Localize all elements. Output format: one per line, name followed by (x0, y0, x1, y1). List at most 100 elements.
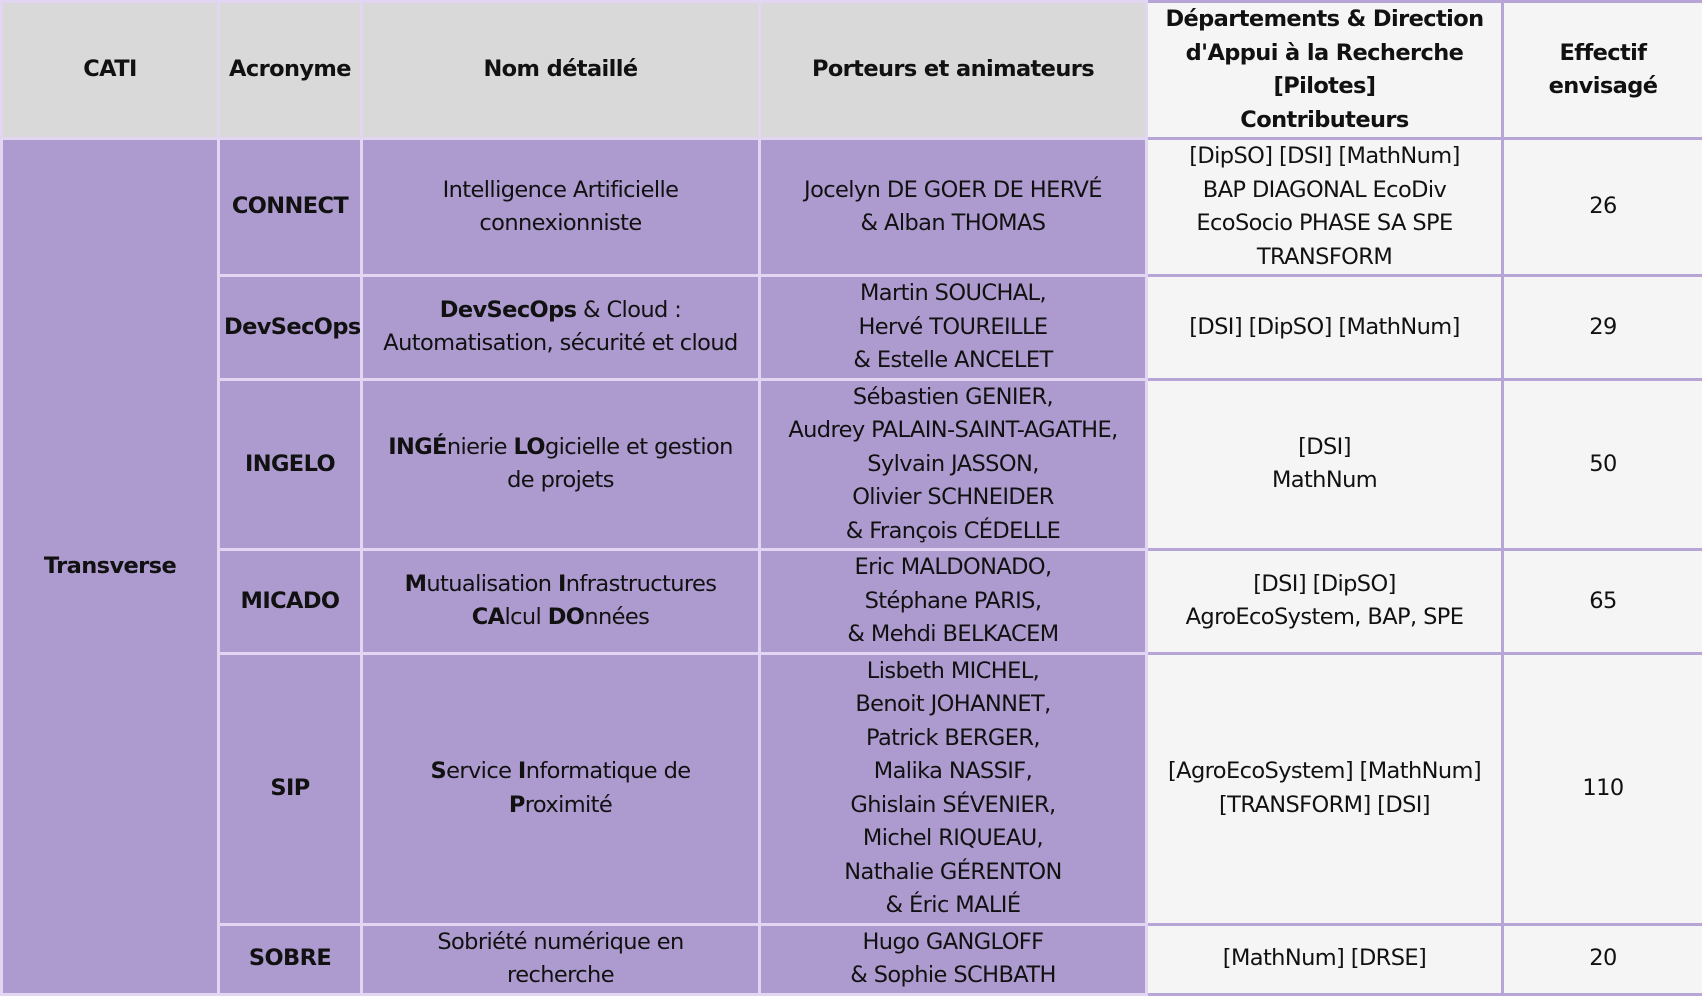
header-nom-detaille: Nom détaillé (362, 2, 760, 139)
name-segment: Sobriété numérique en (437, 929, 683, 955)
departments-cell: [MathNum] [DRSE] (1147, 924, 1503, 994)
department-line: [DSI] (1152, 431, 1497, 465)
effectif-cell: 65 (1503, 550, 1702, 654)
name-segment: Automatisation, sécurité et cloud (383, 330, 737, 356)
header-line: Effectif (1508, 37, 1698, 71)
name-segment: Intelligence Artificielle (443, 177, 679, 203)
person: & Éric MALIÉ (765, 889, 1141, 923)
name-segment: M (405, 571, 427, 597)
name-segment: DO (548, 604, 585, 630)
name-segment: P (509, 792, 525, 818)
person: Malika NASSIF, (765, 755, 1141, 789)
header-line: Départements & Direction (1152, 3, 1497, 37)
departments-cell: [DSI]MathNum (1147, 379, 1503, 550)
name-segment: utualisation (426, 571, 558, 597)
acronym-cell: CONNECT (219, 139, 362, 276)
name-segment: nfrastructures (566, 571, 717, 597)
name-segment: ervice (446, 758, 518, 784)
person: Patrick BERGER, (765, 722, 1141, 756)
name-segment: nformatique de (526, 758, 691, 784)
people-cell: Jocelyn DE GOER DE HERVÉ& Alban THOMAS (760, 139, 1147, 276)
name-segment: S (430, 758, 446, 784)
name-segment: INGÉ (388, 434, 447, 460)
person: & Estelle ANCELET (765, 344, 1141, 378)
name-segment: recherche (507, 962, 614, 988)
person: Ghislain SÉVENIER, (765, 789, 1141, 823)
header-cati: CATI (2, 2, 219, 139)
people-cell: Martin SOUCHAL,Hervé TOUREILLE& Estelle … (760, 276, 1147, 380)
name-segment: gicielle et gestion (545, 434, 733, 460)
name-line: recherche (367, 959, 754, 993)
people-cell: Lisbeth MICHEL,Benoit JOHANNET,Patrick B… (760, 653, 1147, 924)
name-segment: LO (513, 434, 544, 460)
effectif-cell: 20 (1503, 924, 1702, 994)
acronym-cell: SOBRE (219, 924, 362, 994)
person: Hervé TOUREILLE (765, 311, 1141, 345)
department-line: EcoSocio PHASE SA SPE (1152, 207, 1497, 241)
name-line: Mutualisation Infrastructures (367, 568, 754, 602)
name-segment: I (558, 571, 566, 597)
acronym-cell: SIP (219, 653, 362, 924)
header-porteurs: Porteurs et animateurs (760, 2, 1147, 139)
person: Eric MALDONADO, (765, 551, 1141, 585)
person: Martin SOUCHAL, (765, 277, 1141, 311)
effectif-cell: 110 (1503, 653, 1702, 924)
department-line: [DipSO] [DSI] [MathNum] (1152, 140, 1497, 174)
departments-cell: [DSI] [DipSO] [MathNum] (1147, 276, 1503, 380)
name-line: Intelligence Artificielle (367, 174, 754, 208)
person: Hugo GANGLOFF (765, 926, 1141, 960)
department-line: [DSI] [DipSO] (1152, 568, 1497, 602)
name-segment: roximité (525, 792, 612, 818)
name-line: DevSecOps & Cloud : (367, 294, 754, 328)
departments-cell: [DSI] [DipSO]AgroEcoSystem, BAP, SPE (1147, 550, 1503, 654)
acronym-cell: MICADO (219, 550, 362, 654)
effectif-cell: 50 (1503, 379, 1702, 550)
header-line: [Pilotes] (1152, 70, 1497, 104)
person: Jocelyn DE GOER DE HERVÉ (765, 174, 1141, 208)
department-line: BAP DIAGONAL EcoDiv (1152, 174, 1497, 208)
name-segment: connexionniste (479, 210, 641, 236)
person: & Mehdi BELKACEM (765, 618, 1141, 652)
name-line: Proximité (367, 789, 754, 823)
name-segment: nierie (447, 434, 514, 460)
name-cell: Sobriété numérique en recherche (362, 924, 760, 994)
department-line: [MathNum] [DRSE] (1152, 942, 1497, 976)
person: Sébastien GENIER, (765, 381, 1141, 415)
department-line: MathNum (1152, 464, 1497, 498)
departments-cell: [DipSO] [DSI] [MathNum]BAP DIAGONAL EcoD… (1147, 139, 1503, 276)
department-line: TRANSFORM (1152, 241, 1497, 275)
people-cell: Eric MALDONADO,Stéphane PARIS,& Mehdi BE… (760, 550, 1147, 654)
department-line: [AgroEcoSystem] [MathNum] (1152, 755, 1497, 789)
person: Lisbeth MICHEL, (765, 655, 1141, 689)
acronym-cell: DevSecOps (219, 276, 362, 380)
person: Nathalie GÉRENTON (765, 856, 1141, 890)
name-segment: lcul (504, 604, 547, 630)
person: Stéphane PARIS, (765, 585, 1141, 619)
person: & François CÉDELLE (765, 515, 1141, 549)
person: Sylvain JASSON, (765, 448, 1141, 482)
name-segment: I (518, 758, 526, 784)
name-line: CAlcul DOnnées (367, 601, 754, 635)
name-cell: DevSecOps & Cloud :Automatisation, sécur… (362, 276, 760, 380)
acronym-cell: INGELO (219, 379, 362, 550)
name-line: INGÉnierie LOgicielle et gestion (367, 431, 754, 465)
department-line: AgroEcoSystem, BAP, SPE (1152, 601, 1497, 635)
department-line: [TRANSFORM] [DSI] (1152, 789, 1497, 823)
people-cell: Sébastien GENIER,Audrey PALAIN-SAINT-AGA… (760, 379, 1147, 550)
departments-cell: [AgroEcoSystem] [MathNum][TRANSFORM] [DS… (1147, 653, 1503, 924)
name-segment: & Cloud : (576, 297, 681, 323)
name-line: Sobriété numérique en (367, 926, 754, 960)
person: Michel RIQUEAU, (765, 822, 1141, 856)
department-line: [DSI] [DipSO] [MathNum] (1152, 311, 1497, 345)
people-cell: Hugo GANGLOFF& Sophie SCHBATH (760, 924, 1147, 994)
effectif-cell: 26 (1503, 139, 1702, 276)
